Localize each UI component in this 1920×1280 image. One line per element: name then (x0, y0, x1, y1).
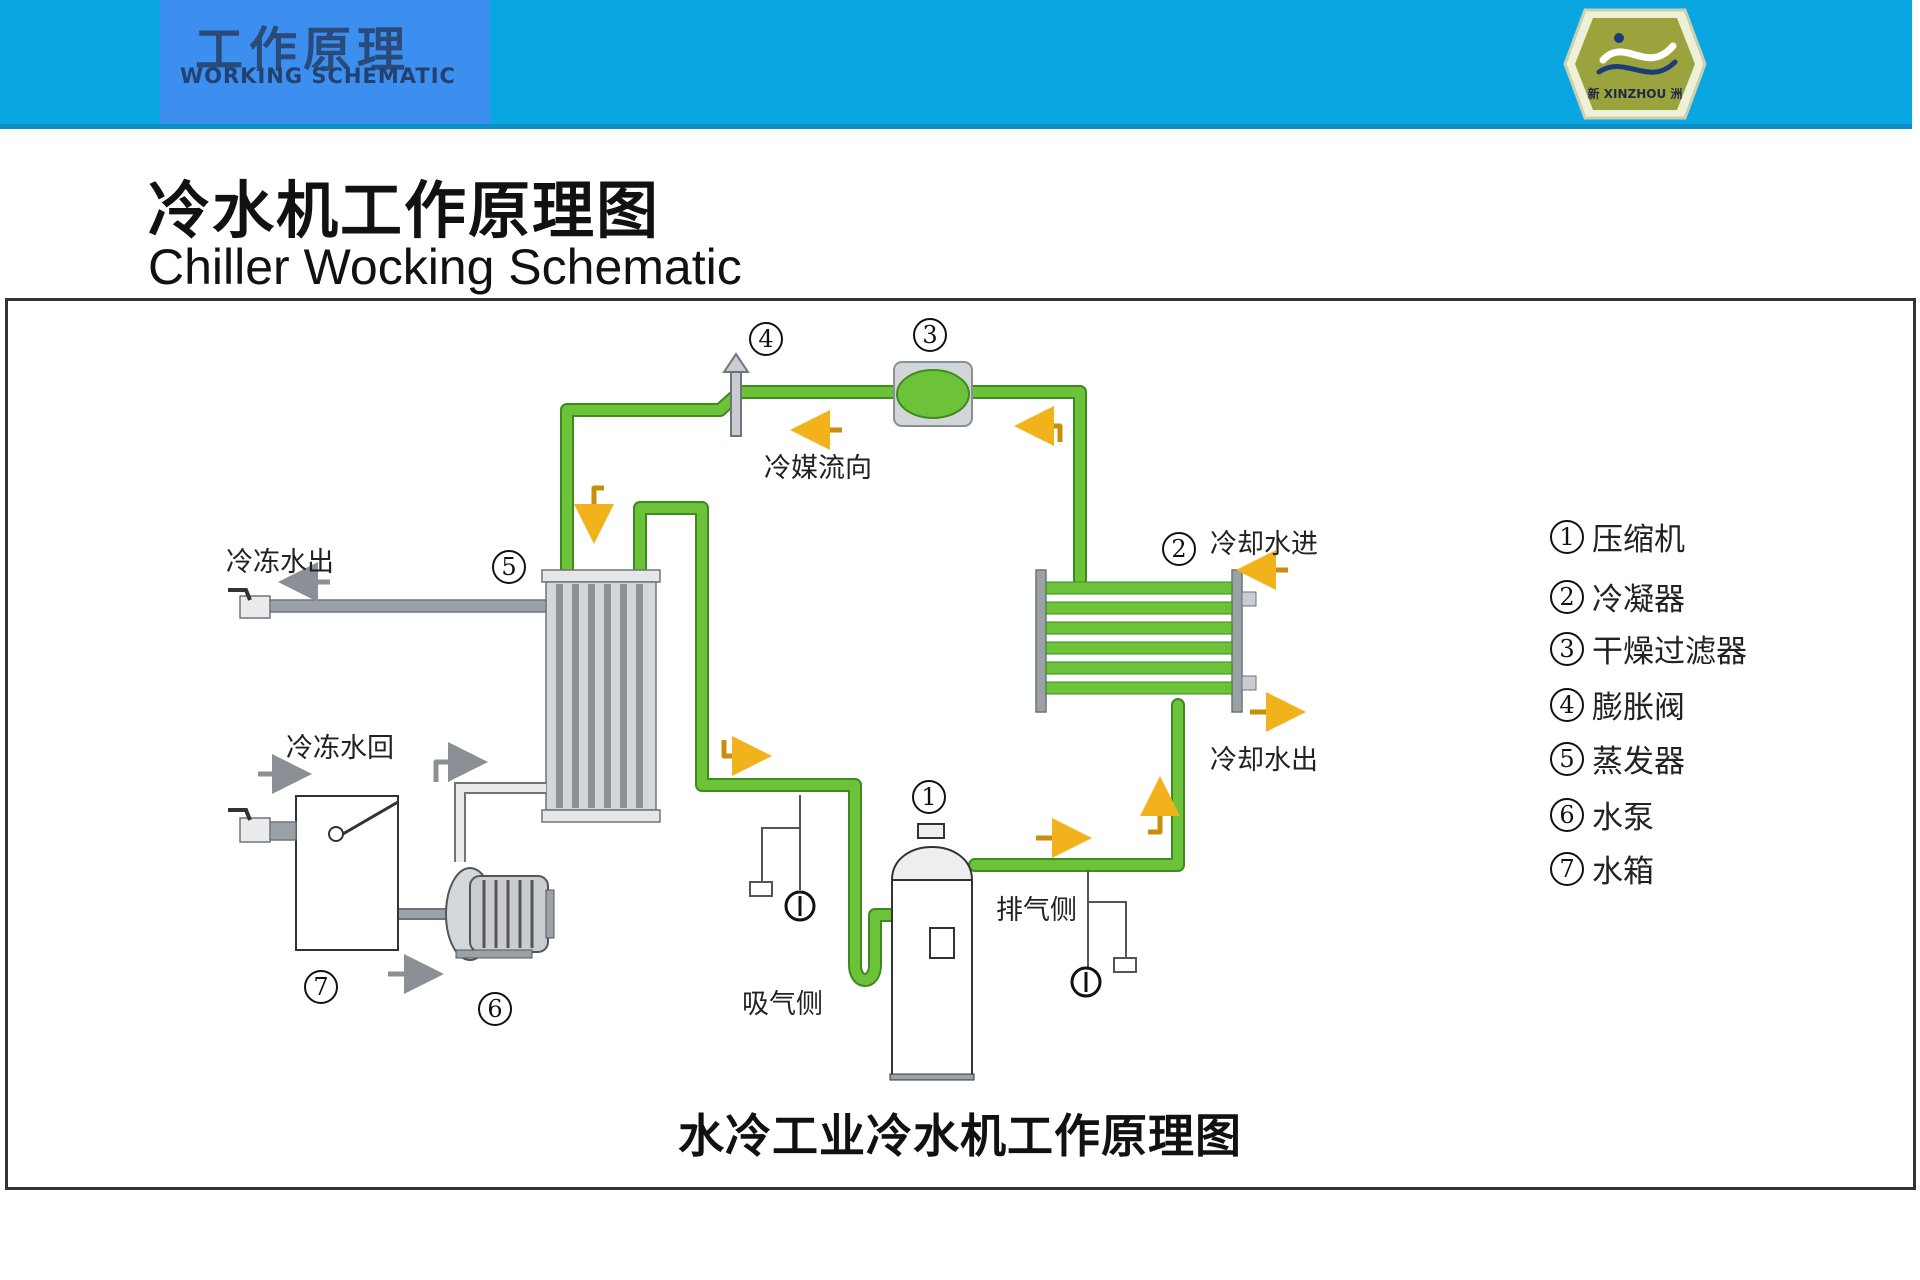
legend-num: 7 (1550, 851, 1584, 886)
expansion-valve (722, 352, 750, 437)
diagram-frame (5, 298, 1916, 1190)
company-logo: 新 XINZHOU 洲 (1563, 8, 1707, 120)
chilled-water-return-label: 冷冻水回 (286, 733, 394, 764)
chilled-water-out-label: 冷冻水出 (226, 547, 334, 578)
chilled-water-return-pipe (398, 782, 546, 920)
discharge-gauge (1070, 870, 1137, 998)
dryer-filter (893, 361, 973, 427)
marker-1: 1 (912, 780, 946, 814)
diagram-caption: 水冷工业冷水机工作原理图 (678, 1109, 1242, 1163)
section-tag (160, 0, 490, 124)
suction-side-label: 吸气侧 (742, 989, 823, 1020)
suction-gauge (749, 795, 816, 922)
legend-num: 2 (1550, 579, 1584, 614)
marker-3: 3 (913, 318, 947, 352)
chilled-water-out-pipe (228, 588, 547, 619)
legend-text: 压缩机 (1592, 522, 1685, 558)
cooling-water-in-label: 冷却水进 (1210, 529, 1318, 560)
page-title-en: Chiller Wocking Schematic (148, 239, 742, 295)
section-title-en: WORKING SCHEMATIC (180, 64, 456, 88)
legend-text: 冷凝器 (1592, 582, 1685, 618)
legend-num: 5 (1550, 741, 1584, 776)
page-title-cn: 冷水机工作原理图 (148, 174, 661, 247)
marker-7: 7 (304, 970, 338, 1004)
cooling-water-out-label: 冷却水出 (1210, 745, 1318, 776)
water-pump (445, 867, 555, 961)
legend-num: 4 (1550, 687, 1584, 722)
section-title-cn: 工作原理 (195, 22, 412, 78)
legend-num: 3 (1550, 631, 1584, 666)
legend-text: 水泵 (1592, 800, 1654, 836)
refrigerant-flow-arrows (574, 406, 1306, 858)
legend-text: 干燥过滤器 (1592, 634, 1747, 670)
water-flow-arrows (258, 562, 488, 994)
water-tank (228, 795, 399, 951)
marker-6: 6 (478, 992, 512, 1026)
marker-4: 4 (749, 322, 783, 356)
legend-text: 水箱 (1592, 854, 1654, 890)
condenser (1035, 569, 1257, 713)
discharge-side-label: 排气侧 (996, 895, 1077, 926)
legend-text: 膨胀阀 (1592, 690, 1685, 726)
marker-2: 2 (1162, 532, 1196, 566)
refrigerant-flow-label: 冷媒流向 (764, 453, 872, 484)
compressor (889, 823, 975, 1081)
evaporator (541, 569, 661, 823)
marker-5: 5 (492, 550, 526, 584)
legend-text: 蒸发器 (1592, 744, 1685, 780)
legend-num: 6 (1550, 797, 1584, 832)
legend-num: 1 (1550, 519, 1584, 554)
logo-text: 新 XINZHOU 洲 (1588, 86, 1683, 101)
